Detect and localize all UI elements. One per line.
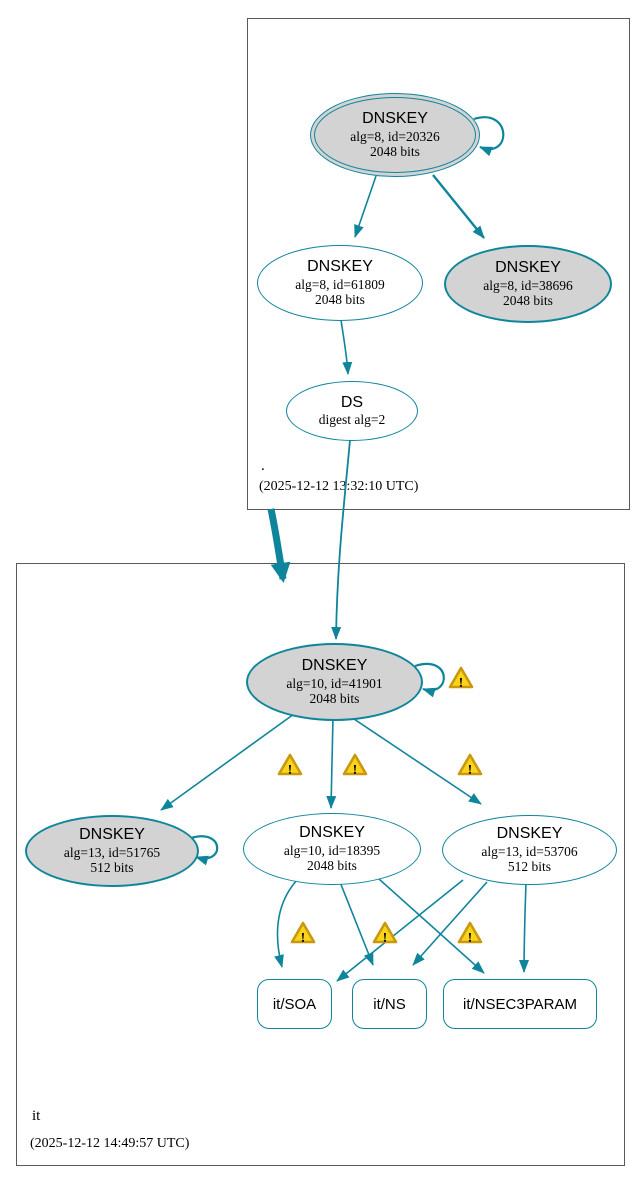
node-bits: 512 bits	[90, 860, 134, 876]
dnskey-node-53706: DNSKEY alg=13, id=53706 512 bits	[442, 815, 617, 885]
node-bits: 2048 bits	[503, 293, 553, 309]
node-title: DNSKEY	[79, 826, 145, 844]
zone-box-it	[16, 563, 625, 1166]
zone-label-it: it	[32, 1108, 41, 1124]
node-detail: alg=8, id=20326	[350, 128, 440, 144]
node-title: DNSKEY	[299, 824, 365, 842]
node-bits: 2048 bits	[307, 858, 357, 874]
node-bits: 512 bits	[507, 859, 552, 875]
rrset-it-soa: it/SOA	[257, 979, 332, 1029]
node-title: DS	[340, 394, 364, 412]
node-title: DNSKEY	[362, 110, 428, 128]
node-title: DNSKEY	[307, 258, 373, 276]
rrset-it-ns: it/NS	[352, 979, 427, 1029]
node-detail: alg=13, id=53706	[481, 843, 578, 859]
dnskey-node-41901: DNSKEY alg=10, id=41901 2048 bits	[246, 643, 423, 721]
dnskey-node-51765: DNSKEY alg=13, id=51765 512 bits	[25, 815, 199, 887]
node-bits: 2048 bits	[309, 691, 360, 707]
zone-box-root	[247, 18, 630, 510]
node-bits: 2048 bits	[315, 292, 365, 308]
dnskey-node-61809: DNSKEY alg=8, id=61809 2048 bits	[257, 245, 423, 321]
node-detail: alg=13, id=51765	[63, 844, 161, 860]
node-detail: alg=10, id=18395	[283, 842, 381, 858]
rrset-it-nsec3param: it/NSEC3PARAM	[443, 979, 597, 1029]
dnskey-node-20326: DNSKEY alg=8, id=20326 2048 bits	[310, 93, 480, 177]
zone-timestamp-root: (2025-12-12 13:32:10 UTC)	[259, 479, 419, 494]
node-detail: alg=8, id=61809	[295, 276, 385, 292]
node-detail: digest alg=2	[318, 412, 386, 428]
dnskey-node-38696: DNSKEY alg=8, id=38696 2048 bits	[444, 245, 612, 323]
zone-label-root: .	[261, 458, 265, 474]
node-detail: alg=10, id=41901	[286, 675, 383, 691]
node-bits: 2048 bits	[370, 144, 420, 160]
node-detail: alg=8, id=38696	[483, 277, 573, 293]
node-title: DNSKEY	[301, 657, 368, 675]
node-title: DNSKEY	[496, 825, 563, 843]
zone-timestamp-it: (2025-12-12 14:49:57 UTC)	[30, 1136, 190, 1151]
dnskey-node-18395: DNSKEY alg=10, id=18395 2048 bits	[243, 813, 421, 885]
node-title: DNSKEY	[495, 259, 561, 277]
ds-node: DS digest alg=2	[286, 381, 418, 441]
